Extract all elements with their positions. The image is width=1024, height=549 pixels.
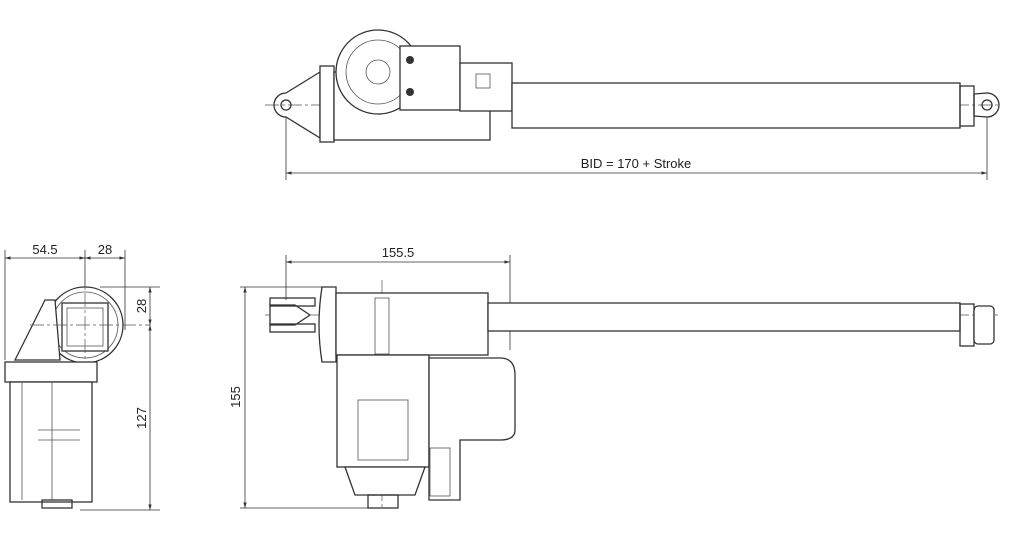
rear-flange xyxy=(319,65,335,143)
overall-length-dimension: BID = 170 + Stroke xyxy=(581,156,692,171)
outer-tube-side xyxy=(487,302,961,332)
front-rod-eye xyxy=(973,92,1000,118)
width-right-dimension: 28 xyxy=(98,242,112,257)
outer-tube-top xyxy=(511,82,961,129)
end-height-dimension: 127 xyxy=(134,407,149,429)
motor-housing-side xyxy=(335,292,489,356)
side-view: 155.5 155 xyxy=(228,245,1000,510)
top-offset-dimension: 28 xyxy=(134,299,149,313)
side-height-dimension: 155 xyxy=(228,386,243,408)
motor-box xyxy=(336,354,430,468)
end-view: 54.5 28 28 127 xyxy=(4,242,160,511)
gearbox-cover xyxy=(428,357,516,501)
top-view: BID = 170 + Stroke xyxy=(265,29,1000,180)
motor-body-end xyxy=(9,381,93,503)
front-rod-eye-side xyxy=(973,305,995,345)
side-length-dimension: 155.5 xyxy=(382,245,415,260)
rear-clevis-eye xyxy=(273,70,321,140)
rear-clevis-side xyxy=(269,304,312,326)
width-left-dimension: 54.5 xyxy=(32,242,57,257)
